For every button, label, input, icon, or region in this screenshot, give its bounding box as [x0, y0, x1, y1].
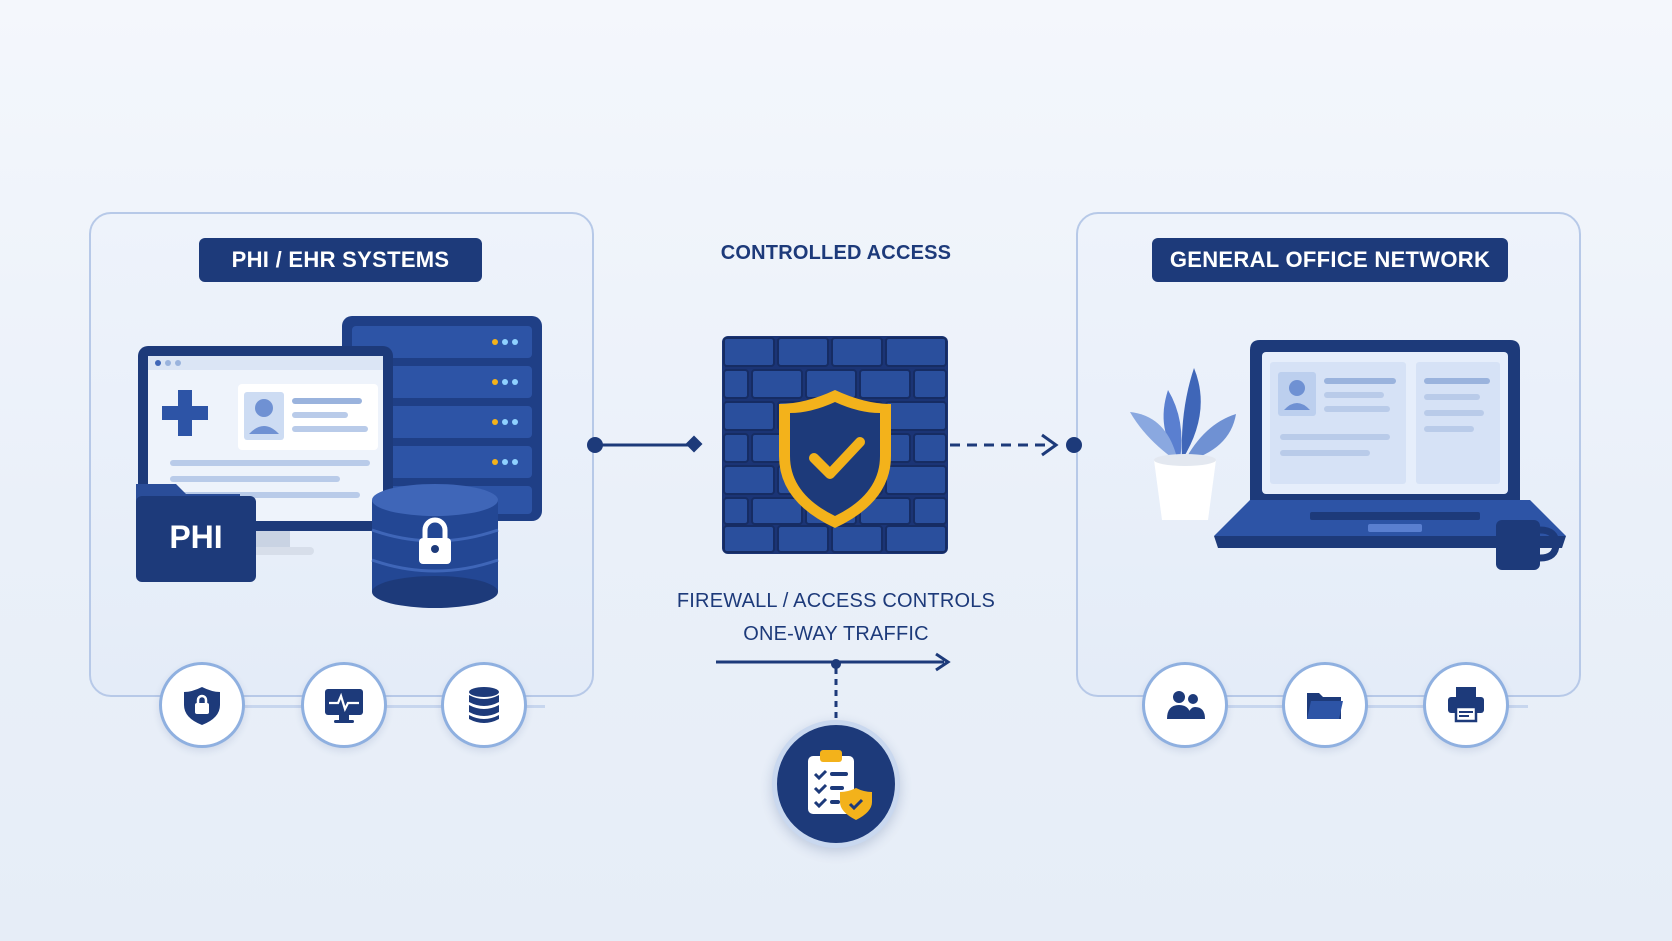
left-icon-connector — [245, 705, 545, 708]
access-flow-line — [587, 433, 1082, 457]
clipboard-checklist-shield-icon — [808, 750, 872, 820]
one-way-traffic-arrow — [716, 652, 951, 722]
monitor-pulse-icon — [301, 662, 387, 748]
phi-folder-icon: PHI — [136, 484, 256, 582]
ehr-monitor-icon — [138, 346, 393, 555]
printer-icon — [1423, 662, 1509, 748]
shield-lock-icon — [159, 662, 245, 748]
folder-icon — [1282, 662, 1368, 748]
office-network-title: GENERAL OFFICE NETWORK — [1152, 238, 1508, 282]
plant-icon — [1130, 368, 1236, 520]
users-icon — [1142, 662, 1228, 748]
office-illustration — [1130, 340, 1566, 570]
controlled-access-label: CONTROLLED ACCESS — [720, 242, 952, 264]
firewall-icon — [722, 336, 948, 554]
phi-folder-label: PHI — [169, 519, 222, 555]
phi-ehr-title: PHI / EHR SYSTEMS — [199, 238, 482, 282]
shield-check-icon — [779, 390, 891, 528]
one-way-traffic-label: ONE-WAY TRAFFIC — [743, 623, 929, 645]
encrypted-database-icon — [371, 484, 499, 608]
coffee-mug-icon — [1496, 520, 1560, 570]
right-icon-connector — [1228, 705, 1528, 708]
database-icon — [441, 662, 527, 748]
firewall-label: FIREWALL / ACCESS CONTROLS — [676, 590, 996, 612]
audit-compliance-badge — [772, 720, 900, 848]
ehr-illustration: PHI — [136, 316, 542, 608]
laptop-icon — [1214, 340, 1566, 548]
